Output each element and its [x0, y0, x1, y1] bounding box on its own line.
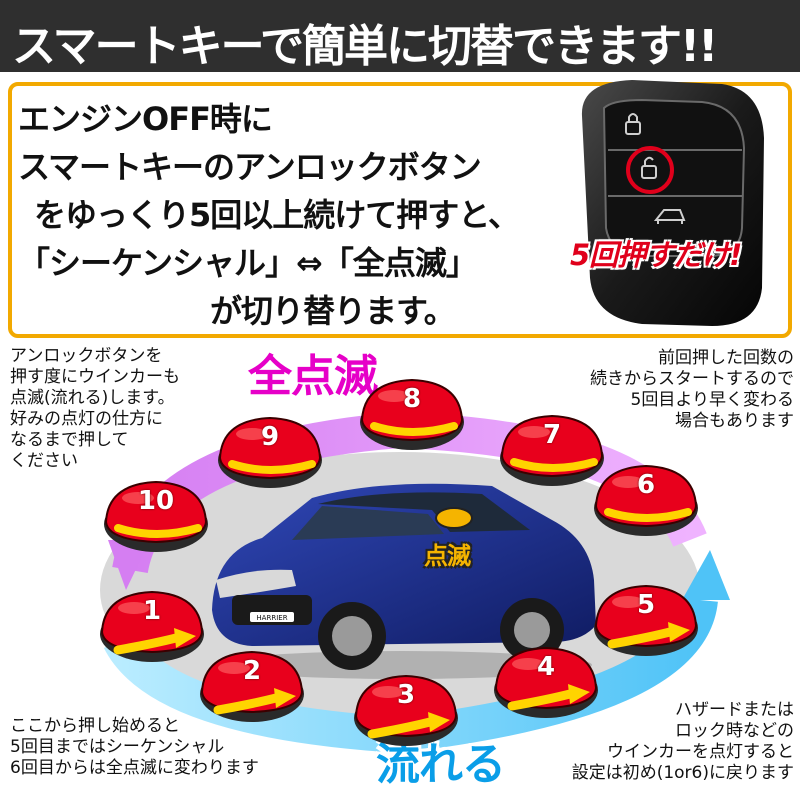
press-count-button: 1 — [96, 588, 208, 666]
press-count-button: 9 — [214, 414, 326, 492]
blink-indicator-label: 点滅 — [424, 542, 471, 570]
smart-key-fob — [581, 80, 764, 326]
press-count-button: 6 — [590, 462, 702, 540]
press-count-number: 2 — [242, 656, 262, 686]
press-five-badge: 5回押すだけ! — [570, 238, 742, 272]
page-title: スマートキーで簡単に切替できます!! — [12, 21, 718, 72]
press-count-number: 5 — [636, 590, 656, 620]
press-count-button: 5 — [590, 582, 702, 660]
note-bottom-right: ハザードまたは ロック時などの ウインカーを点灯すると 設定は初め(1or6)に… — [571, 700, 794, 783]
press-count-number: 6 — [636, 470, 656, 500]
press-count-button: 8 — [356, 376, 468, 454]
ring-arrowhead-right — [682, 550, 730, 600]
press-count-button: 2 — [196, 648, 308, 726]
note-bottom-left: ここから押し始めると 5回目まではシーケンシャル 6回目からは全点滅に変わります — [10, 716, 259, 778]
press-count-number: 3 — [396, 680, 416, 710]
suv-car: HARRIER — [212, 483, 596, 679]
press-count-button: 3 — [350, 672, 462, 750]
instruction-line-5: が切り替ります。 — [210, 292, 456, 330]
trunk-icon — [653, 209, 686, 224]
instruction-line-4: 「シーケンシャル」⇔「全点滅」 — [18, 244, 478, 282]
press-count-number: 1 — [142, 596, 162, 626]
press-count-number: 8 — [402, 384, 422, 414]
note-top-left: アンロックボタンを 押す度にウインカーも 点滅(流れる)します。 好みの点灯の仕… — [10, 346, 180, 471]
header-bar: スマートキーで簡単に切替できます!! — [0, 0, 800, 72]
lock-icon — [625, 113, 641, 135]
press-count-number: 10 — [137, 486, 175, 516]
sequential-label: 流れる — [376, 739, 506, 790]
instruction-line-1: エンジンOFF時に — [18, 100, 273, 138]
press-count-number: 4 — [536, 652, 556, 682]
press-count-button: 10 — [100, 478, 212, 556]
highlight-circle — [626, 146, 674, 194]
press-count-number: 9 — [260, 422, 280, 452]
instruction-line-2: スマートキーのアンロックボタン — [18, 148, 482, 186]
ring-arrowhead-left — [108, 540, 150, 590]
press-count-number: 7 — [542, 420, 562, 450]
press-count-button: 4 — [490, 644, 602, 722]
all-blink-label: 全点滅 — [248, 351, 378, 402]
note-top-right: 前回押した回数の 続きからスタートするので 5回目より早く変わる 場合もあります — [590, 348, 794, 431]
side-mirror-blinker — [435, 507, 473, 529]
unlock-icon — [641, 156, 657, 179]
press-count-button: 7 — [496, 412, 608, 490]
instruction-line-3: をゆっくり5回以上続けて押すと、 — [34, 196, 520, 234]
car-plate: HARRIER — [256, 614, 287, 622]
